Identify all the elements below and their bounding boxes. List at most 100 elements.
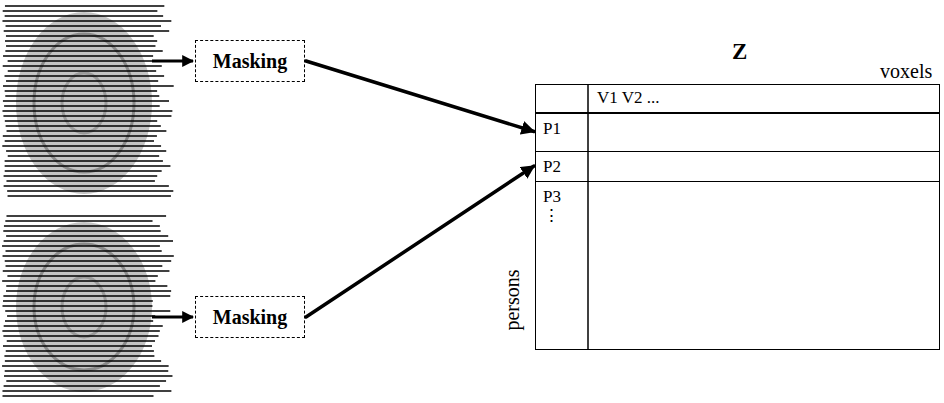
slice-line [3, 295, 170, 296]
row-label: ⋮ [543, 207, 589, 226]
box-label: Masking [213, 50, 287, 73]
slice-line [6, 180, 154, 181]
data-matrix: ZP1P2P3⋮ [535, 84, 940, 350]
slice-line [7, 190, 173, 191]
slice-line [3, 55, 153, 56]
slice-line [3, 100, 169, 101]
image-stack [2, 216, 174, 396]
slice-line [2, 365, 169, 366]
slice-line [3, 115, 171, 116]
slice-line [5, 40, 157, 41]
slice-line [5, 260, 171, 261]
slice-line [6, 25, 162, 26]
slice-line [4, 105, 160, 106]
row-label: P1 [543, 120, 589, 139]
connector-arrow [306, 61, 534, 132]
slice-line [3, 300, 153, 301]
slice-line [6, 150, 166, 151]
slice-line [8, 60, 174, 61]
slice-line [5, 95, 159, 96]
slice-line [6, 215, 166, 216]
table-column-line [587, 85, 589, 349]
slice-line [3, 65, 162, 66]
slice-line [3, 270, 170, 271]
slice-line [4, 375, 172, 376]
slice-line [8, 155, 159, 156]
connector-arrow [306, 166, 534, 317]
slice-line [5, 5, 164, 6]
slice-line [3, 85, 174, 86]
slice-line [5, 220, 152, 221]
slice-line [4, 325, 163, 326]
slice-line [5, 160, 163, 161]
slice-line [2, 305, 152, 306]
slice-line [5, 50, 162, 51]
slice-line [5, 120, 157, 121]
slice-line [5, 360, 161, 361]
slice-line [5, 90, 157, 91]
slice-line [2, 280, 155, 281]
slice-line [3, 345, 152, 346]
process-box: Masking [195, 40, 305, 82]
slice-line [6, 35, 154, 36]
slice-line [2, 145, 161, 146]
slice-line [4, 355, 154, 356]
axis-label: persons [501, 269, 524, 330]
slice-line [2, 390, 171, 391]
slice-line [4, 225, 160, 226]
input-arrow [152, 316, 193, 319]
slice-line [8, 195, 171, 196]
row-header-cell: P2 [536, 152, 589, 177]
table-row: P1 [536, 112, 939, 151]
axis-label: voxels [880, 60, 932, 83]
slice-line [6, 265, 163, 266]
slice-line [5, 140, 154, 141]
slice-line [7, 315, 155, 316]
slice-line [2, 330, 159, 331]
slice-line [2, 245, 160, 246]
slice-line [5, 170, 162, 171]
slice-line [2, 20, 171, 21]
slice-line [4, 385, 160, 386]
row-header-cell: P1 [536, 114, 589, 139]
slice-line [6, 80, 158, 81]
slice-line [8, 70, 156, 71]
slice-line [6, 290, 171, 291]
process-box: Masking [195, 296, 305, 338]
slice-line [3, 10, 158, 11]
slice-line [7, 275, 157, 276]
row-header-cell: P3⋮ [536, 182, 589, 225]
slice-line [5, 370, 169, 371]
slice-line [4, 185, 169, 186]
slice-line [5, 320, 153, 321]
matrix-title: Z [732, 39, 747, 65]
slice-line [3, 335, 158, 336]
slice-line [4, 240, 173, 241]
slice-line [6, 45, 155, 46]
slice-line [5, 165, 171, 166]
box-label: Masking [213, 306, 287, 329]
slice-line [6, 380, 166, 381]
slice-line [6, 350, 154, 351]
slice-line [3, 135, 157, 136]
column-header: V1 V2 ... [597, 88, 660, 108]
slice-line [2, 110, 172, 111]
brain-contour [62, 73, 106, 133]
slice-line [6, 235, 168, 236]
slice-line [6, 285, 167, 286]
slice-line [2, 395, 153, 396]
slice-line [3, 230, 160, 231]
slice-line [6, 250, 162, 251]
slice-line [7, 340, 155, 341]
slice-line [4, 175, 158, 176]
table-row: P2 [536, 151, 939, 181]
slice-line [7, 130, 167, 131]
slice-line [5, 75, 165, 76]
table-row: P3⋮ [536, 181, 939, 348]
row-label: P2 [543, 158, 589, 177]
slice-line [6, 125, 161, 126]
slice-line [5, 310, 170, 311]
slice-line [4, 30, 169, 31]
